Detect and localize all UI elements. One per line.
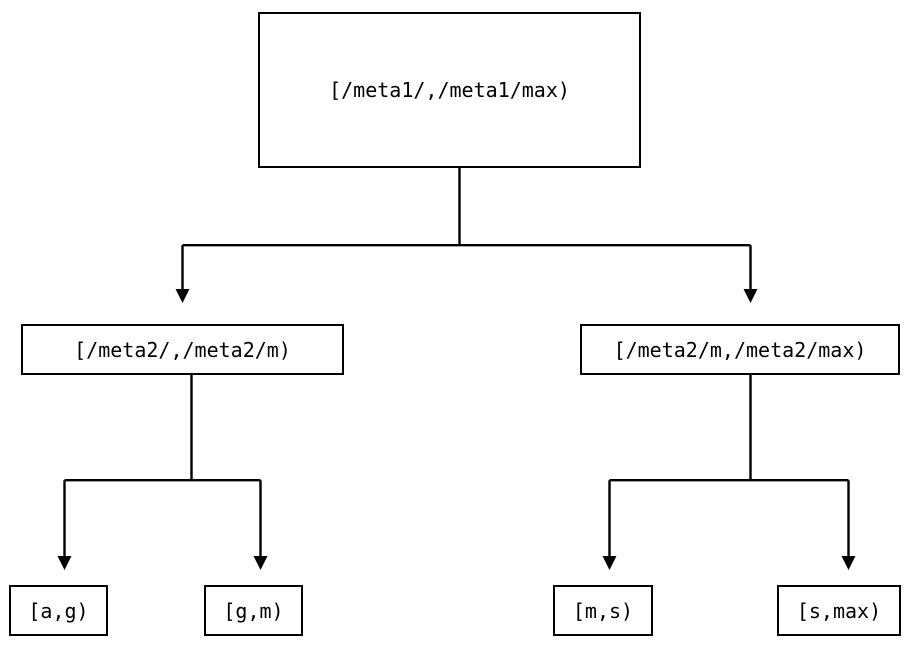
arrowhead-l2-left-to-leaf-ag xyxy=(57,556,72,570)
arrowhead-l2-right-to-leaf-smax xyxy=(841,556,856,570)
arrowhead-l2-left-to-leaf-gm xyxy=(253,556,268,570)
tree-node-leaf-gm-label: [g,m) xyxy=(223,598,284,623)
tree-node-leaf-smax-label: [s,max) xyxy=(796,598,882,623)
arrowhead-root-to-l2-left xyxy=(175,289,190,303)
tree-node-leaf-ag-label: [a,g) xyxy=(28,598,89,623)
tree-node-l2-right[interactable]: [/meta2/m,/meta2/max) xyxy=(580,324,900,375)
tree-node-leaf-gm[interactable]: [g,m) xyxy=(204,585,303,636)
tree-node-l2-left-label: [/meta2/,/meta2/m) xyxy=(74,337,291,362)
tree-node-leaf-ms[interactable]: [m,s) xyxy=(553,585,653,636)
tree-node-leaf-ms-label: [m,s) xyxy=(572,598,634,623)
tree-node-l2-right-label: [/meta2/m,/meta2/max) xyxy=(613,337,867,362)
arrowhead-l2-right-to-leaf-ms xyxy=(602,556,617,570)
tree-node-l2-left[interactable]: [/meta2/,/meta2/m) xyxy=(21,324,344,375)
tree-node-leaf-smax[interactable]: [s,max) xyxy=(777,585,901,636)
tree-node-leaf-ag[interactable]: [a,g) xyxy=(9,585,108,636)
arrowhead-root-to-l2-right xyxy=(743,289,758,303)
tree-node-root-label: [/meta1/,/meta1/max) xyxy=(329,78,570,102)
tree-node-root[interactable]: [/meta1/,/meta1/max) xyxy=(258,12,641,168)
